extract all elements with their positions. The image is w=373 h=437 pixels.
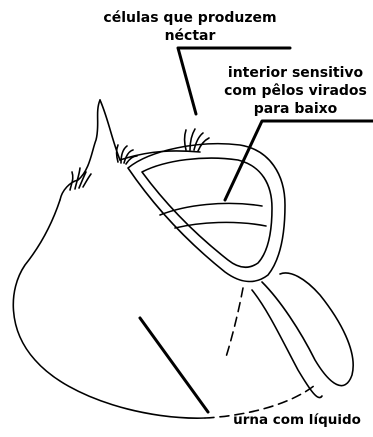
label-nectar-line-2: néctar bbox=[100, 27, 280, 45]
label-interior-line-2: com pêlos virados bbox=[218, 82, 373, 100]
neck-ridges bbox=[78, 100, 200, 180]
tuft-nectar bbox=[185, 129, 210, 151]
tuft-left bbox=[70, 168, 91, 190]
label-interior: interior sensitivo com pêlos virados par… bbox=[218, 64, 373, 118]
label-interior-line-1: interior sensitivo bbox=[218, 64, 373, 82]
label-urn: urna com líquido bbox=[222, 411, 372, 429]
tuft-middle bbox=[117, 145, 138, 164]
label-interior-line-3: para baixo bbox=[218, 100, 373, 118]
leader-urn bbox=[140, 318, 208, 412]
label-nectar-cells: células que produzem néctar bbox=[100, 9, 280, 45]
urn-outline bbox=[13, 180, 315, 418]
label-nectar-line-1: células que produzem bbox=[100, 9, 280, 27]
pitcher-lid bbox=[252, 273, 353, 398]
leader-interior bbox=[225, 121, 373, 200]
pitcher-mouth bbox=[128, 144, 285, 282]
